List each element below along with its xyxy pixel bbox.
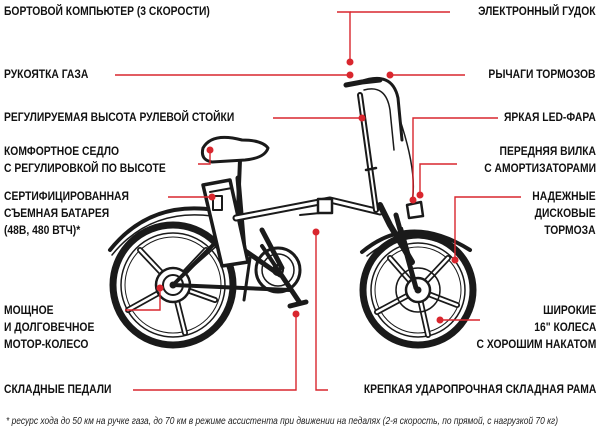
callout-motor-wheel-line2: И ДОЛГОВЕЧНОЕ	[4, 320, 95, 334]
callout-disc-brakes-line3: ТОРМОЗА	[544, 223, 596, 237]
callout-folding-pedals: СКЛАДНЫЕ ПЕДАЛИ	[4, 382, 112, 396]
callout-motor-wheel-line3: МОТОР-КОЛЕСО	[4, 337, 89, 351]
folding-ebike-illustration	[108, 77, 477, 349]
callout-motor-wheel: МОЩНОЕ И ДОЛГОВЕЧНОЕ МОТОР-КОЛЕСО	[4, 302, 94, 353]
callout-disc-brakes-line2: ДИСКОВЫЕ	[535, 206, 596, 220]
callout-brake-levers: РЫЧАГИ ТОРМОЗОВ	[488, 67, 596, 81]
callout-fork-line1: ПЕРЕДНЯЯ ВИЛКА	[499, 144, 596, 158]
callout-battery-line2: СЪЕМНАЯ БАТАРЕЯ	[4, 206, 110, 220]
callout-battery-line3: (48В, 480 ВТЧ)*	[4, 223, 81, 237]
leader-lines	[115, 11, 521, 391]
callout-frame: КРЕПКАЯ УДАРОПРОЧНАЯ СКЛАДНАЯ РАМА	[363, 382, 596, 396]
callout-wide-wheels-line2: 16" КОЛЕСА	[533, 320, 596, 334]
callout-wide-wheels-line1: ШИРОКИЕ	[542, 303, 596, 317]
callout-headlight: ЯРКАЯ LED-ФАРА	[504, 110, 596, 124]
callout-battery-line1: СЕРТИФИЦИРОВАННАЯ	[4, 189, 129, 203]
callout-saddle-line1: КОМФОРТНОЕ СЕДЛО	[4, 144, 119, 158]
callout-motor-wheel-line1: МОЩНОЕ	[4, 303, 54, 317]
callout-disc-brakes: НАДЕЖНЫЕ ДИСКОВЫЕ ТОРМОЗА	[533, 188, 596, 239]
callout-battery: СЕРТИФИЦИРОВАННАЯ СЪЕМНАЯ БАТАРЕЯ (48В, …	[4, 188, 129, 239]
callout-wide-wheels-line3: С ХОРОШИМ НАКАТОМ	[476, 337, 596, 351]
callout-stem-height: РЕГУЛИРУЕМАЯ ВЫСОТА РУЛЕВОЙ СТОЙКИ	[4, 110, 235, 124]
chainring-and-pedals	[254, 244, 309, 309]
callout-saddle-line2: С РЕГУЛИРОВКОЙ ПО ВЫСОТЕ	[4, 161, 166, 175]
callout-saddle: КОМФОРТНОЕ СЕДЛО С РЕГУЛИРОВКОЙ ПО ВЫСОТ…	[4, 143, 166, 177]
front-wheel	[359, 231, 477, 349]
leader-dots	[156, 58, 459, 324]
callout-fork-line2: С АМОРТИЗАТОРАМИ	[484, 161, 596, 175]
callout-throttle: РУКОЯТКА ГАЗА	[4, 67, 89, 81]
footnote: * ресурс хода до 50 км на ручке газа, до…	[6, 416, 558, 427]
callout-fork: ПЕРЕДНЯЯ ВИЛКА С АМОРТИЗАТОРАМИ	[484, 143, 596, 177]
callout-wide-wheels: ШИРОКИЕ 16" КОЛЕСА С ХОРОШИМ НАКАТОМ	[476, 302, 596, 353]
callout-horn: ЭЛЕКТРОННЫЙ ГУДОК	[478, 4, 596, 18]
callout-disc-brakes-line1: НАДЕЖНЫЕ	[532, 189, 596, 203]
callout-board-computer: БОРТОВОЙ КОМПЬЮТЕР (3 СКОРОСТИ)	[4, 4, 210, 18]
